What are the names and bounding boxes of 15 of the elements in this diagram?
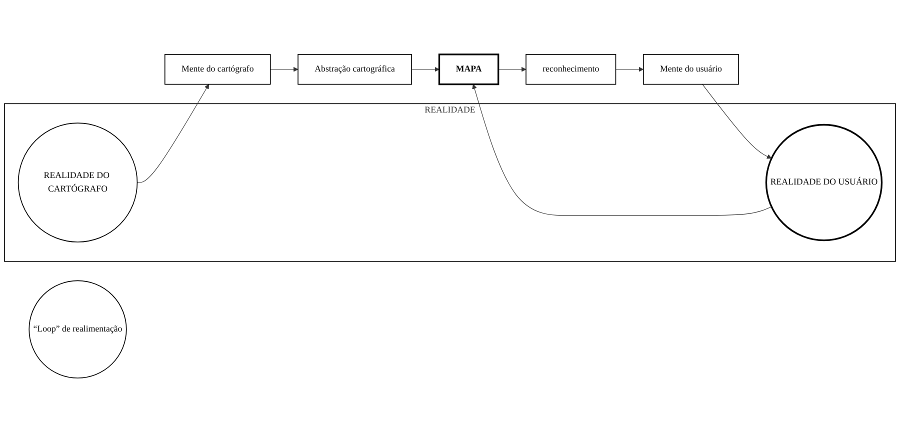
node-box: MAPA (438, 53, 500, 85)
node-circle: REALIDADE DO USUÁRIO (765, 124, 883, 241)
node-box: Abstração cartográfica (298, 54, 412, 84)
arrow (472, 84, 772, 216)
node-circle: “Loop” de realimentação (28, 280, 127, 378)
arrow (498, 66, 526, 72)
arrow (702, 84, 772, 158)
node-box: Mente do cartógrafo (164, 54, 271, 84)
node-circle: REALIDADE DO CARTÓGRAFO (18, 122, 138, 242)
arrow (270, 66, 298, 72)
node-box: reconhecimento (526, 54, 616, 84)
arrow (136, 84, 210, 183)
node-box: Mente do usuário (642, 54, 739, 84)
arrow (615, 66, 644, 72)
arrow (411, 66, 440, 72)
